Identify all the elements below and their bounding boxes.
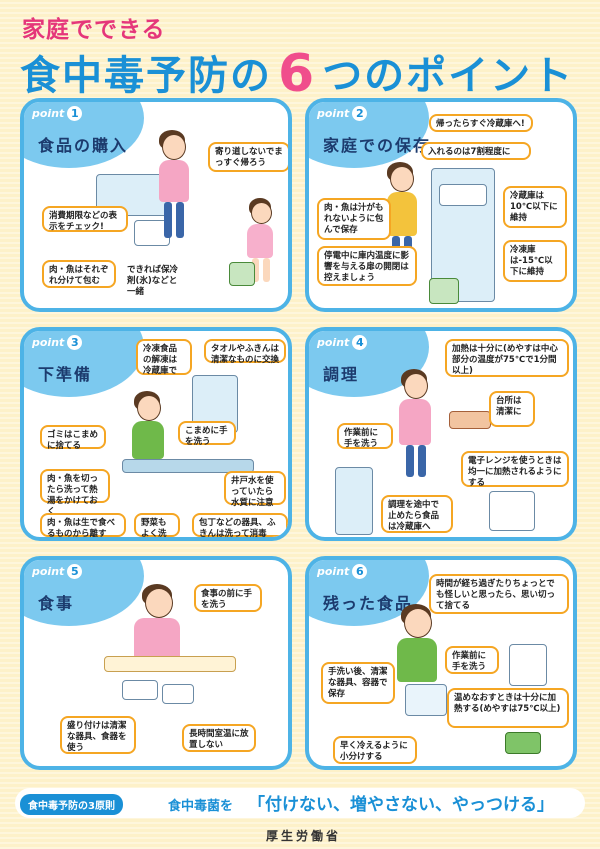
panel-title: 調理 (323, 365, 360, 384)
note-divide-small: 早く冷えるように小分けする (333, 736, 417, 764)
note-wrap-separately: 肉・魚はそれぞれ分けて包む (42, 260, 116, 288)
note-wash-hands: こまめに手を洗う (178, 421, 236, 447)
three-principles-label: 食中毒予防の3原則 (20, 794, 123, 815)
note-wrap-meat: 肉・魚は汁がもれないように包んで保存 (317, 198, 391, 240)
note-clean-kitchen: 台所は清潔に (489, 391, 535, 427)
slogan-prefix: 食中毒菌を (168, 799, 234, 814)
point-number: 6 (352, 564, 368, 579)
title-suffix: つのポイント (322, 53, 575, 99)
note-ice-pack: できれば保冷剤(氷)などと一緒 (127, 265, 179, 297)
note-microwave-evenly: 電子レンジを使うときは均一に加熱されるようにする (461, 451, 569, 488)
frying-pan-icon (449, 411, 491, 429)
note-dispose-trash: ゴミはこまめに捨てる (40, 425, 106, 451)
note-throw-away: 時間が経ち過ぎたりちょっとでも怪しいと思ったら、思い切って捨てる (429, 574, 569, 614)
counter (122, 459, 254, 473)
note-no-room-temp: 長時間室温に放置しない (182, 724, 256, 752)
note-thaw-in-fridge: 冷凍食品の解凍は冷蔵庫で (136, 339, 192, 376)
note-reheat: 温めなおすときは十分に加熱する(めやすは75℃以上) (447, 688, 569, 728)
panel-title: 家庭での保存 (323, 136, 432, 155)
note-stop-cooking-fridge: 調理を途中で止めたら食品は冷蔵庫へ (381, 495, 453, 533)
refrigerator-icon (335, 467, 373, 535)
note-separate-raw: 肉・魚は生で食べるものから離す (40, 513, 126, 537)
note-freezer-15c: 冷凍庫は-15℃以下に維持 (503, 240, 567, 282)
panel-title: 食品の購入 (38, 136, 129, 155)
title-prefix: 食中毒予防の (20, 53, 272, 99)
note-clean-towels: タオルやふきんは清潔なものに交換 (204, 339, 286, 365)
note-power-outage: 停電中に庫内温度に影響を与える扉の開閉は控えましょう (317, 246, 417, 286)
note-70-percent: 入れるのは7割程度に (421, 142, 531, 160)
note-clean-container: 手洗い後、清潔な器具、容器で保存 (321, 662, 395, 704)
bowl-icon (122, 680, 158, 700)
panel-title: 下準備 (38, 365, 93, 384)
point-number: 4 (352, 335, 368, 350)
shopping-bag (429, 278, 459, 304)
storage-container (405, 684, 447, 716)
note-no-detour: 寄り道しないでまっすぐ帰ろう (208, 142, 288, 172)
note-wash-after-cutting: 肉・魚を切ったら洗って熱湯をかけておく (40, 469, 110, 517)
shopping-bag (229, 262, 255, 286)
point-number: 2 (352, 106, 368, 121)
note-sanitize-tools: 包丁などの器具、ふきんは洗って消毒 (192, 513, 288, 537)
slogan: 「付けない、増やさない、やっつける」 (248, 795, 554, 815)
trash-bin-icon (509, 644, 547, 686)
panel-title: 残った食品 (323, 594, 414, 613)
panel-title: 食事 (38, 594, 75, 613)
note-well-water: 井戸水を使っていたら水質に注意 (224, 471, 286, 508)
note-wash-vegetables: 野菜もよく洗う (134, 513, 180, 537)
title-number: 6 (278, 44, 317, 104)
point-number: 1 (67, 106, 83, 121)
note-fridge-immediately: 帰ったらすぐ冷蔵庫へ! (429, 114, 533, 132)
point-number: 5 (67, 564, 83, 579)
note-clean-tableware: 盛り付けは清潔な器具、食器を使う (60, 716, 136, 754)
microwave-icon (489, 491, 535, 531)
note-fridge-10c: 冷蔵庫は10℃以下に維持 (503, 186, 567, 228)
table (104, 656, 236, 672)
ministry-name: 厚生労働省 (266, 829, 342, 843)
subtitle: 家庭でできる (22, 17, 166, 43)
plate-icon (162, 684, 194, 704)
note-check-labels: 消費期限などの表示をチェック! (42, 206, 128, 232)
note-wash-before-eating: 食事の前に手を洗う (194, 584, 262, 612)
note-heat-thoroughly: 加熱は十分に(めやすは中心部分の温度が75℃で1分間以上) (445, 339, 569, 377)
point-number: 3 (67, 335, 83, 350)
pot-icon (505, 732, 541, 754)
fridge-shelf (439, 184, 487, 206)
note-wash-hands-leftover: 作業前に手を洗う (445, 646, 499, 674)
note-wash-hands-cook: 作業前に手を洗う (337, 423, 393, 449)
